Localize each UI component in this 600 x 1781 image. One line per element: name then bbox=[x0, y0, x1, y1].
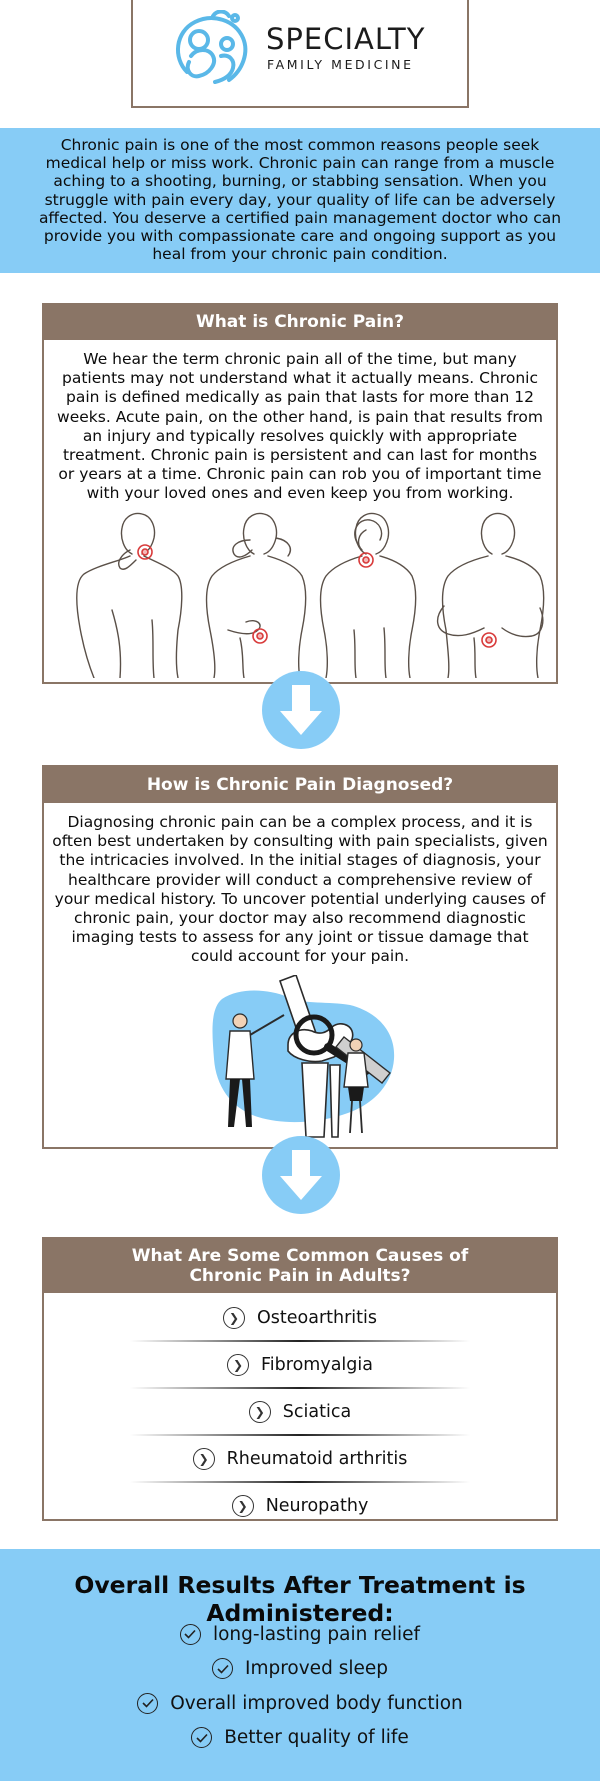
list-item: ❯ Neuropathy bbox=[44, 1483, 556, 1528]
results-banner: Overall Results After Treatment is Admin… bbox=[0, 1549, 600, 1781]
chevron-right-icon: ❯ bbox=[248, 1400, 271, 1423]
family-medicine-logo-icon bbox=[175, 10, 248, 84]
divider bbox=[130, 1387, 470, 1389]
common-causes-title-line1: What Are Some Common Causes of bbox=[131, 1246, 469, 1266]
intro-text: Chronic pain is one of the most common r… bbox=[38, 136, 562, 264]
result-label: Better quality of life bbox=[224, 1727, 409, 1749]
list-item: Better quality of life bbox=[0, 1721, 600, 1756]
common-causes-title-line2: Chronic Pain in Adults? bbox=[189, 1266, 411, 1286]
brand-tagline: FAMILY MEDICINE bbox=[267, 57, 414, 72]
how-is-chronic-pain-diagnosed-text: Diagnosing chronic pain can be a complex… bbox=[52, 813, 548, 966]
list-item: ❯ Sciatica bbox=[44, 1389, 556, 1434]
cause-label: Neuropathy bbox=[265, 1495, 369, 1516]
divider bbox=[130, 1434, 470, 1436]
arrow-down-icon bbox=[262, 671, 340, 749]
chevron-right-icon: ❯ bbox=[231, 1494, 254, 1517]
check-circle-icon bbox=[191, 1727, 213, 1749]
how-is-chronic-pain-diagnosed-title: How is Chronic Pain Diagnosed? bbox=[44, 767, 556, 803]
cause-label: Osteoarthritis bbox=[257, 1307, 377, 1328]
intro-banner: Chronic pain is one of the most common r… bbox=[0, 128, 600, 273]
knee-joint-doctors-illustration bbox=[212, 974, 395, 1138]
chevron-right-icon: ❯ bbox=[192, 1447, 215, 1470]
cause-label: Sciatica bbox=[282, 1401, 352, 1422]
what-is-chronic-pain-card: What is Chronic Pain? We hear the term c… bbox=[42, 303, 558, 684]
arrow-down-icon bbox=[262, 1136, 340, 1214]
what-is-chronic-pain-title: What is Chronic Pain? bbox=[44, 305, 556, 340]
brand-header: SPECIALTY FAMILY MEDICINE bbox=[131, 0, 469, 108]
causes-list: ❯Osteoarthritis ❯Fibromyalgia ❯Sciatica … bbox=[44, 1293, 556, 1528]
divider bbox=[130, 1481, 470, 1483]
how-is-chronic-pain-diagnosed-card: How is Chronic Pain Diagnosed? Diagnosin… bbox=[42, 765, 558, 1149]
divider bbox=[130, 1340, 470, 1342]
check-circle-icon bbox=[212, 1658, 233, 1680]
common-causes-title: What Are Some Common Causes of Chronic P… bbox=[44, 1239, 556, 1293]
common-causes-card: What Are Some Common Causes of Chronic P… bbox=[42, 1237, 558, 1521]
cause-label: Fibromyalgia bbox=[261, 1354, 373, 1375]
list-item: Improved sleep bbox=[0, 1652, 600, 1687]
result-label: Improved sleep bbox=[245, 1658, 388, 1680]
brand-name: SPECIALTY bbox=[266, 22, 426, 56]
list-item: Overall improved body function bbox=[0, 1686, 600, 1721]
check-circle-icon bbox=[137, 1692, 159, 1714]
back-pain-figures-illustration bbox=[76, 512, 545, 678]
results-title: Overall Results After Treatment is Admin… bbox=[74, 1571, 526, 1627]
chevron-right-icon: ❯ bbox=[227, 1353, 250, 1376]
results-list: long-lasting pain relief Improved sleep … bbox=[0, 1617, 600, 1755]
chevron-right-icon: ❯ bbox=[223, 1306, 245, 1329]
result-label: long-lasting pain relief bbox=[212, 1623, 421, 1645]
list-item: ❯ Fibromyalgia bbox=[44, 1342, 556, 1387]
result-label: Overall improved body function bbox=[170, 1692, 463, 1714]
what-is-chronic-pain-text: We hear the term chronic pain all of the… bbox=[57, 350, 543, 503]
list-item: long-lasting pain relief bbox=[0, 1617, 600, 1652]
list-item: ❯ Rheumatoid arthritis bbox=[44, 1436, 556, 1481]
cause-label: Rheumatoid arthritis bbox=[226, 1448, 408, 1469]
list-item: ❯ Osteoarthritis bbox=[44, 1295, 556, 1340]
check-circle-icon bbox=[179, 1623, 201, 1645]
